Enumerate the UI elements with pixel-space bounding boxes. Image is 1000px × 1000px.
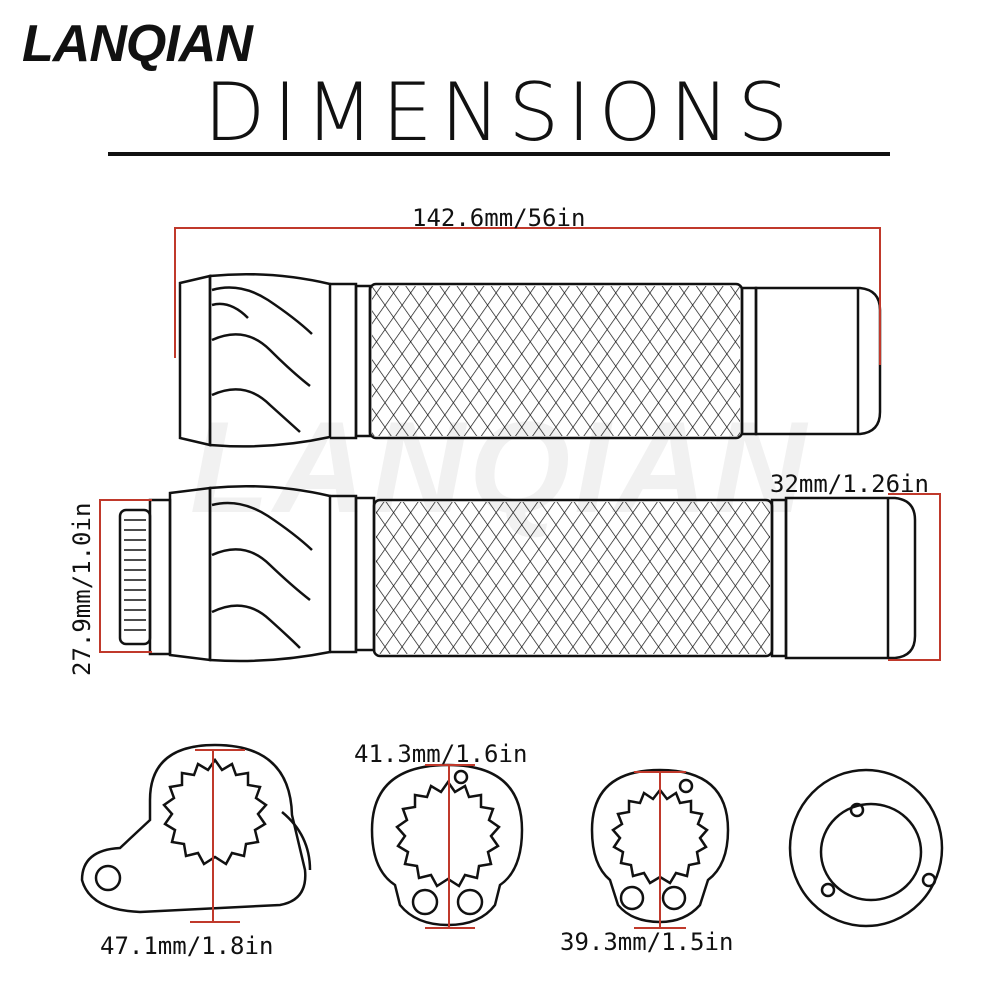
bottom-grip-twist-body <box>208 484 332 663</box>
clamp-large <box>80 743 312 914</box>
inner-diameter-dimension-line <box>99 499 152 653</box>
clamp-medium <box>370 763 524 927</box>
total-length-label: 142.6mm/56in <box>412 204 586 232</box>
page-title: DIMENSIONS <box>203 66 797 159</box>
end-diameter-dimension-line <box>888 493 941 661</box>
dimension-lines <box>99 227 941 929</box>
clamp-small-label: 39.3mm/1.5in <box>560 928 734 956</box>
brand-logo: LANQIAN <box>22 15 253 73</box>
title-underline <box>108 152 890 156</box>
bottom-grip <box>118 484 917 663</box>
clamp-large-label: 47.1mm/1.8in <box>100 932 274 960</box>
top-grip-end-flange <box>178 274 212 447</box>
inner-diameter-label: 27.9mm/1.0in <box>68 502 96 676</box>
end-washer <box>788 768 944 928</box>
length-dimension-line <box>174 227 881 365</box>
top-grip <box>178 272 882 448</box>
clamp-medium-label: 41.3mm/1.6in <box>354 740 528 768</box>
bottom-grip-bar-end <box>784 496 917 660</box>
top-grip-bar-end <box>754 286 882 436</box>
end-diameter-label: 32mm/1.26in <box>770 470 929 498</box>
